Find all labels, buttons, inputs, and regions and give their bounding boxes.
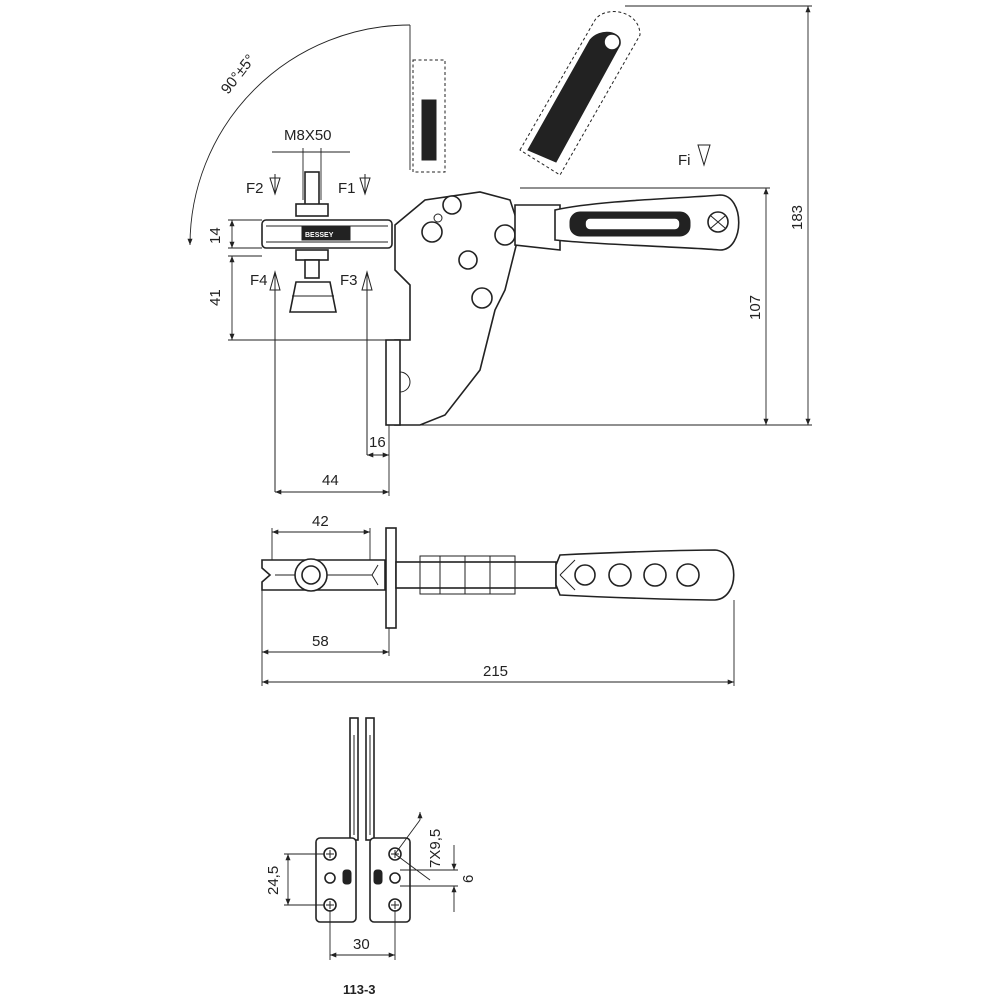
top-handle-tip <box>559 559 576 591</box>
top-linkage-plates <box>419 555 516 595</box>
arm-open-brand-plate <box>421 99 437 161</box>
handle-neck <box>514 204 561 251</box>
d58-label: 58 <box>312 633 329 650</box>
arm-open-outline <box>412 59 446 173</box>
pivot-hole-1 <box>421 221 443 243</box>
base-plate-side <box>385 339 401 426</box>
d215-label: 215 <box>483 663 508 680</box>
side-view: 90°±5° M8X50 BESSEY F2 F1 F4 F3 <box>187 5 812 496</box>
d30-label: 30 <box>353 936 370 953</box>
handle-grip-logo-band <box>584 217 681 231</box>
end-hole-br-mark <box>391 901 399 909</box>
top-handle-ring-3 <box>643 563 667 587</box>
end-clip-right <box>373 869 383 885</box>
model-number: 113-3 <box>343 982 376 997</box>
d44-label: 44 <box>322 472 339 489</box>
base-plate-notch <box>399 371 411 393</box>
d24_5-label: 24,5 <box>265 866 282 895</box>
top-view: 42 58 215 <box>261 513 735 686</box>
clamp-body <box>394 191 521 426</box>
d7x9_5-label: 7X9,5 <box>427 829 444 868</box>
force-f3-label: F3 <box>340 272 358 289</box>
spindle-thread <box>304 171 320 207</box>
d107-label: 107 <box>747 295 764 320</box>
force-fi-arrow <box>697 144 711 167</box>
top-base-flange <box>385 527 397 629</box>
swing-arc <box>187 24 411 246</box>
spindle-nut-top <box>295 203 329 217</box>
d42-label: 42 <box>312 513 329 530</box>
force-f4-label: F4 <box>250 272 268 289</box>
d7x9_5-leader <box>394 819 421 855</box>
top-handle-ring-1 <box>574 564 596 586</box>
pivot-pin-1 <box>433 213 443 223</box>
pivot-hole-4 <box>458 250 478 270</box>
force-f2-label: F2 <box>246 180 264 197</box>
pivot-hole-2 <box>442 195 462 215</box>
d16-label: 16 <box>369 434 386 451</box>
pivot-hole-5 <box>471 287 493 309</box>
pressure-foot <box>289 281 337 313</box>
d183-label: 183 <box>789 205 806 230</box>
end-view: 24,5 30 7X9,5 6 113-3 <box>265 717 477 997</box>
pivot-hole-3 <box>494 224 516 246</box>
spindle-nut-bottom <box>295 249 329 261</box>
end-hole-bl-mark <box>326 901 334 909</box>
end-hole-tl-mark <box>326 850 334 858</box>
d14-label: 14 <box>207 227 224 244</box>
d7x9_5-leader-2 <box>394 853 431 881</box>
end-hole-mr <box>389 872 401 884</box>
d41-label: 41 <box>207 289 224 306</box>
spindle-lower <box>304 259 320 279</box>
arm-brand-text: BESSEY <box>305 232 334 239</box>
top-handle-ring-4 <box>676 563 700 587</box>
handle-open-outline <box>519 11 641 176</box>
end-hole-ml <box>324 872 336 884</box>
handle-open-grip <box>527 31 621 163</box>
force-f1-label: F1 <box>338 180 356 197</box>
force-fi-label: Fi <box>678 152 691 169</box>
arm-brand-plate <box>301 226 351 241</box>
thread-label: M8X50 <box>284 127 332 144</box>
handle-open-cap <box>603 33 621 51</box>
end-clip-left <box>342 869 352 885</box>
d6-label: 6 <box>460 875 477 883</box>
top-handle-ring-2 <box>608 563 632 587</box>
top-spindle-inner <box>301 565 321 585</box>
top-linkage <box>395 561 557 589</box>
handle-end-screw <box>710 215 726 229</box>
